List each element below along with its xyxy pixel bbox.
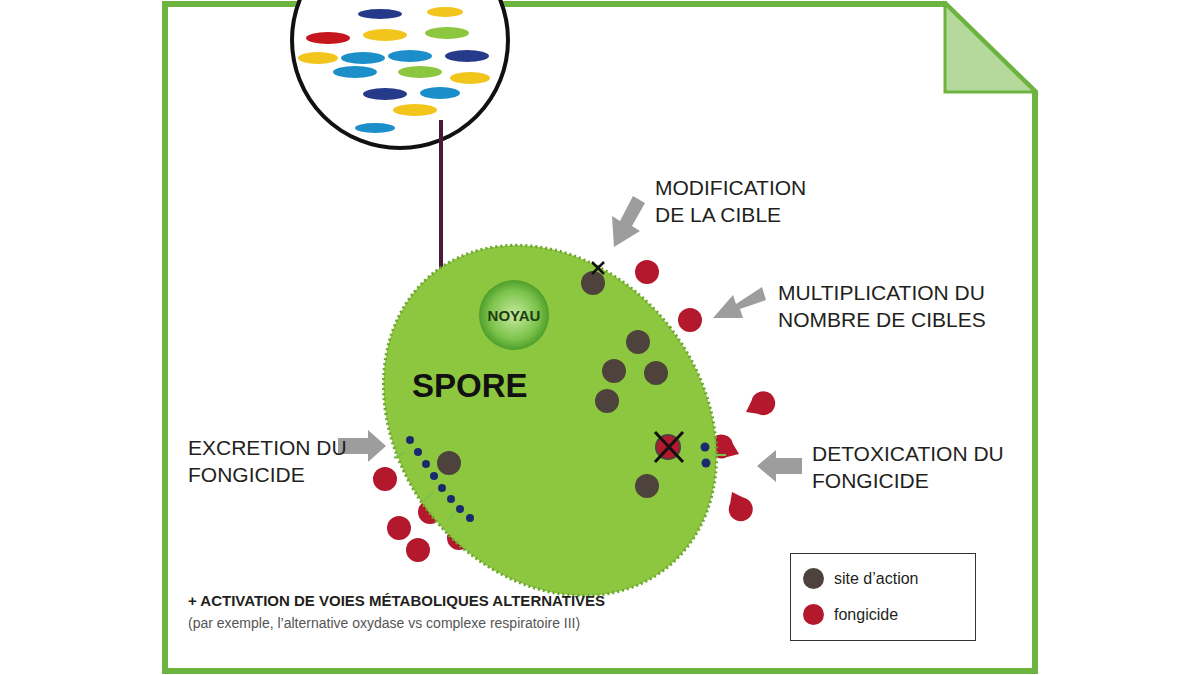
- panel-frame: [165, 4, 1035, 671]
- fungicide-dot: [373, 467, 397, 491]
- nucleus-label: NOYAU: [488, 307, 541, 324]
- transporter-dot: [406, 436, 414, 444]
- fungicide-fragment: [719, 489, 757, 527]
- degraded-fungicide: [743, 386, 781, 424]
- fungicide-dot: [635, 260, 659, 284]
- legend-text: fongicide: [834, 606, 898, 624]
- legend-box: site d’action fongicide: [790, 553, 976, 641]
- enzyme-dot: [701, 443, 710, 452]
- legend-row: fongicide: [803, 604, 898, 625]
- action-site: [595, 389, 619, 413]
- legend-swatch: [803, 568, 824, 589]
- legend-swatch: [803, 604, 824, 625]
- callout-label: MULTIPLICATION DU NOMBRE DE CIBLES: [778, 279, 1006, 334]
- magnifier-ring: [292, 0, 508, 148]
- legend-row: site d’action: [803, 568, 919, 589]
- efflux-arrow: [424, 493, 433, 500]
- transporter-dot: [438, 484, 446, 492]
- efflux-arrow: [712, 454, 726, 456]
- spore-title: SPORE: [412, 367, 528, 405]
- callout-label: MODIFICATION DE LA CIBLE: [655, 174, 830, 229]
- fungicide-fragment: [743, 386, 781, 424]
- transporter-dot: [422, 460, 430, 468]
- transporter-dot: [430, 472, 438, 480]
- legend-text: site d’action: [834, 570, 919, 588]
- transporter-dot: [466, 514, 474, 522]
- action-site: [635, 474, 659, 498]
- transporter-dot: [447, 495, 455, 503]
- nucleus-fill: [479, 280, 549, 350]
- spore-outline: [375, 228, 725, 613]
- blocked-mark: [655, 432, 683, 462]
- spore-body: [314, 179, 785, 662]
- modified-target-mark: [592, 262, 604, 274]
- transporter-dot: [456, 505, 464, 513]
- action-site: [602, 359, 626, 383]
- action-site: [626, 330, 650, 354]
- footnote-heading: + ACTIVATION DE VOIES MÉTABOLIQUES ALTER…: [188, 591, 768, 611]
- degraded-fungicide: [719, 489, 757, 527]
- magnified-dna: [292, 0, 508, 148]
- callout-label: DETOXICATION DU FONGICIDE: [812, 440, 1017, 495]
- fungicide-dot: [406, 538, 430, 562]
- action-site: [644, 361, 668, 385]
- enzyme-dot: [702, 459, 711, 468]
- spore-cell: SPORE NOYAU: [375, 228, 725, 613]
- footnote-detail: (par exemple, l’alternative oxydase vs c…: [188, 614, 768, 632]
- fungicide-dot: [387, 516, 411, 540]
- efflux-arrow: [447, 512, 455, 521]
- folded-corner: [945, 4, 1035, 92]
- transporter-dot: [414, 448, 422, 456]
- action-site: [437, 451, 461, 475]
- efflux-arrow: [394, 452, 405, 458]
- callout-label: EXCRETION DU FONGICIDE: [188, 434, 360, 489]
- nucleus-circle: NOYAU: [477, 278, 551, 352]
- fungicide-dot: [678, 308, 702, 332]
- spore-membrane: [314, 179, 785, 662]
